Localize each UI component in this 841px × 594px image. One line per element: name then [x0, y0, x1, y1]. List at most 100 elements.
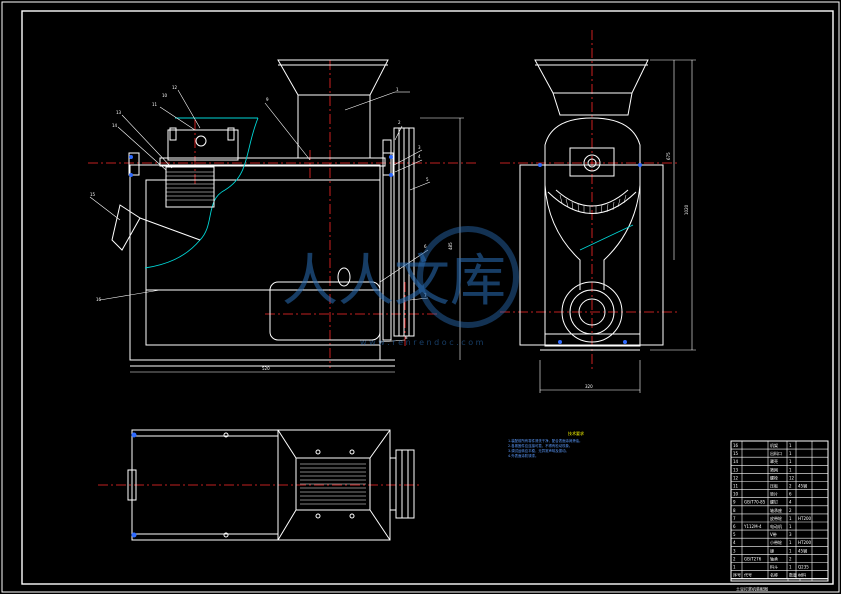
side-arc-hatch [559, 194, 627, 214]
balloon-9: 9 [266, 97, 269, 102]
side-view: 320 675 1020 [500, 30, 696, 393]
parts-cell-name: 筛网 [770, 466, 778, 472]
notes-line-3: 3.调试运转应平稳，无异常声响及振动。 [508, 448, 569, 453]
parts-cell-no: 8 [733, 508, 736, 513]
parts-header-code: 代号 [744, 572, 752, 578]
hopper-neck [297, 95, 371, 158]
parts-cell-qty: 1 [789, 540, 792, 545]
balloon-2: 2 [398, 120, 401, 125]
title-block [730, 578, 829, 582]
dim-side-height-total-label: 1020 [684, 204, 689, 215]
parts-cell-code: GB/T70-85 [744, 500, 766, 505]
dim-front-width-label: 520 [262, 366, 270, 371]
technical-notes: 技术要求 1.装配前所有零件清洗干净，配合表面涂润滑油。 2.各紧固件应连接可靠… [508, 430, 584, 458]
parts-cell-qty: 1 [789, 443, 792, 448]
parts-cell-qty: 6 [789, 492, 792, 497]
dim-side-height-upper-label: 675 [666, 152, 671, 160]
side-arc-inner [555, 189, 629, 207]
parts-cell-qty: 1 [789, 467, 792, 472]
side-left-leg [519, 164, 546, 346]
bearing-circle [195, 135, 207, 147]
parts-cell-name: 轴承座 [770, 507, 782, 513]
parts-cell-qty: 1 [789, 524, 792, 529]
side-bearing-ring [583, 154, 601, 172]
side-hopper-neck [552, 92, 633, 116]
parts-cell-material: HT200 [798, 540, 812, 545]
parts-cell-name: 螺钉 [770, 499, 778, 505]
watermark-ring [417, 226, 519, 328]
screen-hatch [166, 171, 214, 201]
title-block-name: 土豆打浆机装配图 [736, 586, 768, 592]
parts-cell-no: 5 [733, 532, 736, 537]
parts-cell-name: 垫片 [770, 491, 778, 497]
screen-block [165, 166, 215, 208]
parts-cell-name: 压板 [770, 483, 778, 489]
parts-cell-no: 3 [733, 548, 736, 553]
parts-cell-no: 12 [733, 475, 739, 480]
parts-cell-name: V带 [770, 532, 777, 537]
parts-header-no: 序号 [733, 572, 741, 578]
parts-cell-no: 1 [733, 565, 736, 570]
parts-cell-name: 小带轮 [770, 539, 782, 545]
balloon-3: 3 [418, 145, 421, 150]
drawing-frame [21, 10, 834, 585]
side-motor-foot [544, 333, 641, 347]
parts-cell-no: 15 [733, 451, 739, 456]
balloon-6: 6 [424, 244, 427, 249]
parts-cell-qty: 2 [789, 484, 792, 489]
parts-cell-qty: 3 [789, 532, 792, 537]
side-motor-outer [561, 281, 623, 343]
balloon-5: 5 [426, 177, 429, 182]
front-view: 520 485 1 2 3 4 5 6 7 8 9 16 15 14 13 [88, 59, 478, 373]
side-top-casing [544, 117, 641, 166]
parts-cell-no: 7 [733, 516, 736, 521]
parts-cell-qty: 1 [789, 548, 792, 553]
top-grid-hatch [300, 463, 366, 505]
parts-cell-name: 皮带轮 [770, 515, 782, 521]
side-motor-inner [578, 298, 606, 326]
bearing-housing [167, 129, 239, 161]
notes-line-1: 1.装配前所有零件清洗干净，配合表面涂润滑油。 [508, 438, 582, 443]
parts-cell-material: Q235 [798, 565, 809, 570]
balloon-11: 11 [152, 102, 158, 107]
parts-cell-no: 14 [733, 459, 739, 464]
balloon-15: 15 [90, 192, 96, 197]
balloon-8: 8 [405, 335, 408, 340]
parts-header-name: 名称 [770, 572, 778, 578]
bolt-a [169, 127, 177, 141]
notes-title: 技术要求 [568, 430, 584, 436]
parts-cell-qty: 12 [789, 475, 795, 480]
parts-cell-name: 电动机 [770, 523, 782, 529]
motor-outline [269, 281, 381, 341]
bolt-b [227, 127, 235, 141]
balloon-4: 4 [418, 154, 421, 159]
side-right-leg [639, 164, 664, 346]
parts-cell-no: 10 [733, 492, 739, 497]
parts-cell-material: 45钢 [798, 483, 807, 489]
parts-cell-qty: 4 [789, 500, 792, 505]
balloon-1: 1 [396, 87, 399, 92]
watermark-url: w w w . r e n r e n d o c . c o m [360, 338, 484, 347]
parts-cell-code: Y112M-4 [743, 524, 762, 529]
parts-header-qty: 数量 [789, 572, 797, 578]
side-support-right [603, 184, 641, 290]
side-arc-outer [547, 191, 637, 214]
parts-cell-no: 16 [733, 443, 739, 448]
belt-guard [382, 139, 392, 341]
parts-cell-no: 2 [733, 556, 736, 561]
balloon-7: 7 [424, 293, 427, 298]
parts-cell-name: 罩壳 [770, 458, 778, 464]
parts-cell-no: 4 [733, 540, 736, 545]
casing-hidden-curve [144, 117, 259, 269]
parts-cell-name: 机架 [770, 442, 778, 448]
parts-cell-name: 料斗 [770, 564, 778, 570]
outlet-chute [111, 204, 141, 251]
balloon-10: 10 [162, 93, 168, 98]
parts-cell-name: 出料口 [770, 450, 782, 456]
notes-line-4: 4.外表面涂防锈漆。 [508, 453, 538, 458]
parts-cell-name: 键 [770, 547, 774, 553]
parts-cell-material: HT200 [798, 516, 812, 521]
side-support-left [544, 184, 581, 290]
